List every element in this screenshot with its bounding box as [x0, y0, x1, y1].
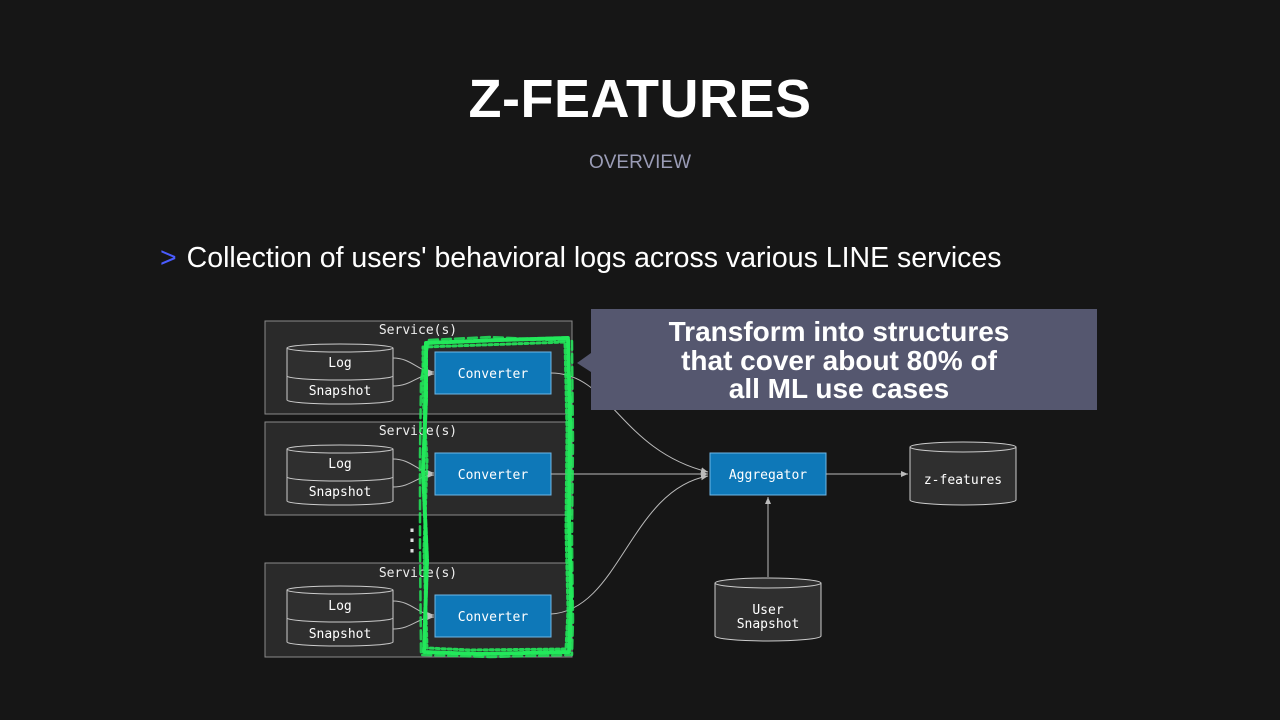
- converter-box: [434, 594, 552, 638]
- bullet-marker: >: [160, 242, 177, 274]
- user-snapshot-label-line1: User: [752, 603, 783, 618]
- log-snapshot-store: Log Snapshot: [286, 343, 394, 405]
- bullet-text: Collection of users' behavioral logs acr…: [186, 242, 1002, 274]
- service-group-1: Service(s) Log Snapshot Converter: [264, 320, 573, 415]
- aggregator-label: Aggregator: [729, 468, 807, 483]
- snapshot-label: Snapshot: [309, 485, 372, 500]
- snapshot-label: Snapshot: [309, 384, 372, 399]
- callout-line-3: all ML use cases: [728, 373, 950, 404]
- log-label: Log: [328, 457, 351, 472]
- z-features-store: z-features: [909, 441, 1017, 506]
- service-group-2: Service(s) Log Snapshot Converter: [264, 421, 573, 516]
- edge-converter1-aggregator: [550, 372, 709, 474]
- converter-box: [434, 351, 552, 395]
- converter-box: [434, 452, 552, 496]
- callout-pointer: [577, 353, 591, 372]
- service-label: Service(s): [379, 323, 457, 338]
- slide-subtitle: OVERVIEW: [588, 152, 692, 173]
- converter-label: Converter: [458, 610, 529, 625]
- service-label: Service(s): [379, 424, 457, 439]
- user-snapshot-store: User Snapshot: [714, 577, 822, 642]
- callout-line-1: Transform into structures: [668, 316, 1010, 347]
- callout-line-2: that cover about 80% of: [681, 344, 997, 376]
- callout-box: Transform into structures that cover abo…: [591, 309, 1097, 410]
- log-snapshot-store: Log Snapshot: [286, 585, 394, 647]
- edge-converter3-aggregator: [550, 474, 709, 615]
- output-label: z-features: [924, 473, 1002, 488]
- converter-label: Converter: [458, 367, 529, 382]
- service-group-3: Service(s) Log Snapshot Converter: [264, 562, 573, 658]
- log-label: Log: [328, 599, 351, 614]
- log-snapshot-store: Log Snapshot: [286, 444, 394, 506]
- service-label: Service(s): [379, 566, 457, 581]
- aggregator-box: [709, 452, 827, 496]
- converter-highlight: [418, 335, 575, 659]
- snapshot-label: Snapshot: [309, 627, 372, 642]
- log-label: Log: [328, 356, 351, 371]
- slide-title: Z-FEATURES: [468, 69, 812, 129]
- user-snapshot-label-line2: Snapshot: [737, 617, 800, 632]
- bullet-point: > Collection of users' behavioral logs ac…: [160, 242, 1002, 275]
- converter-label: Converter: [458, 468, 529, 483]
- more-services-ellipsis: ⋮: [397, 524, 427, 557]
